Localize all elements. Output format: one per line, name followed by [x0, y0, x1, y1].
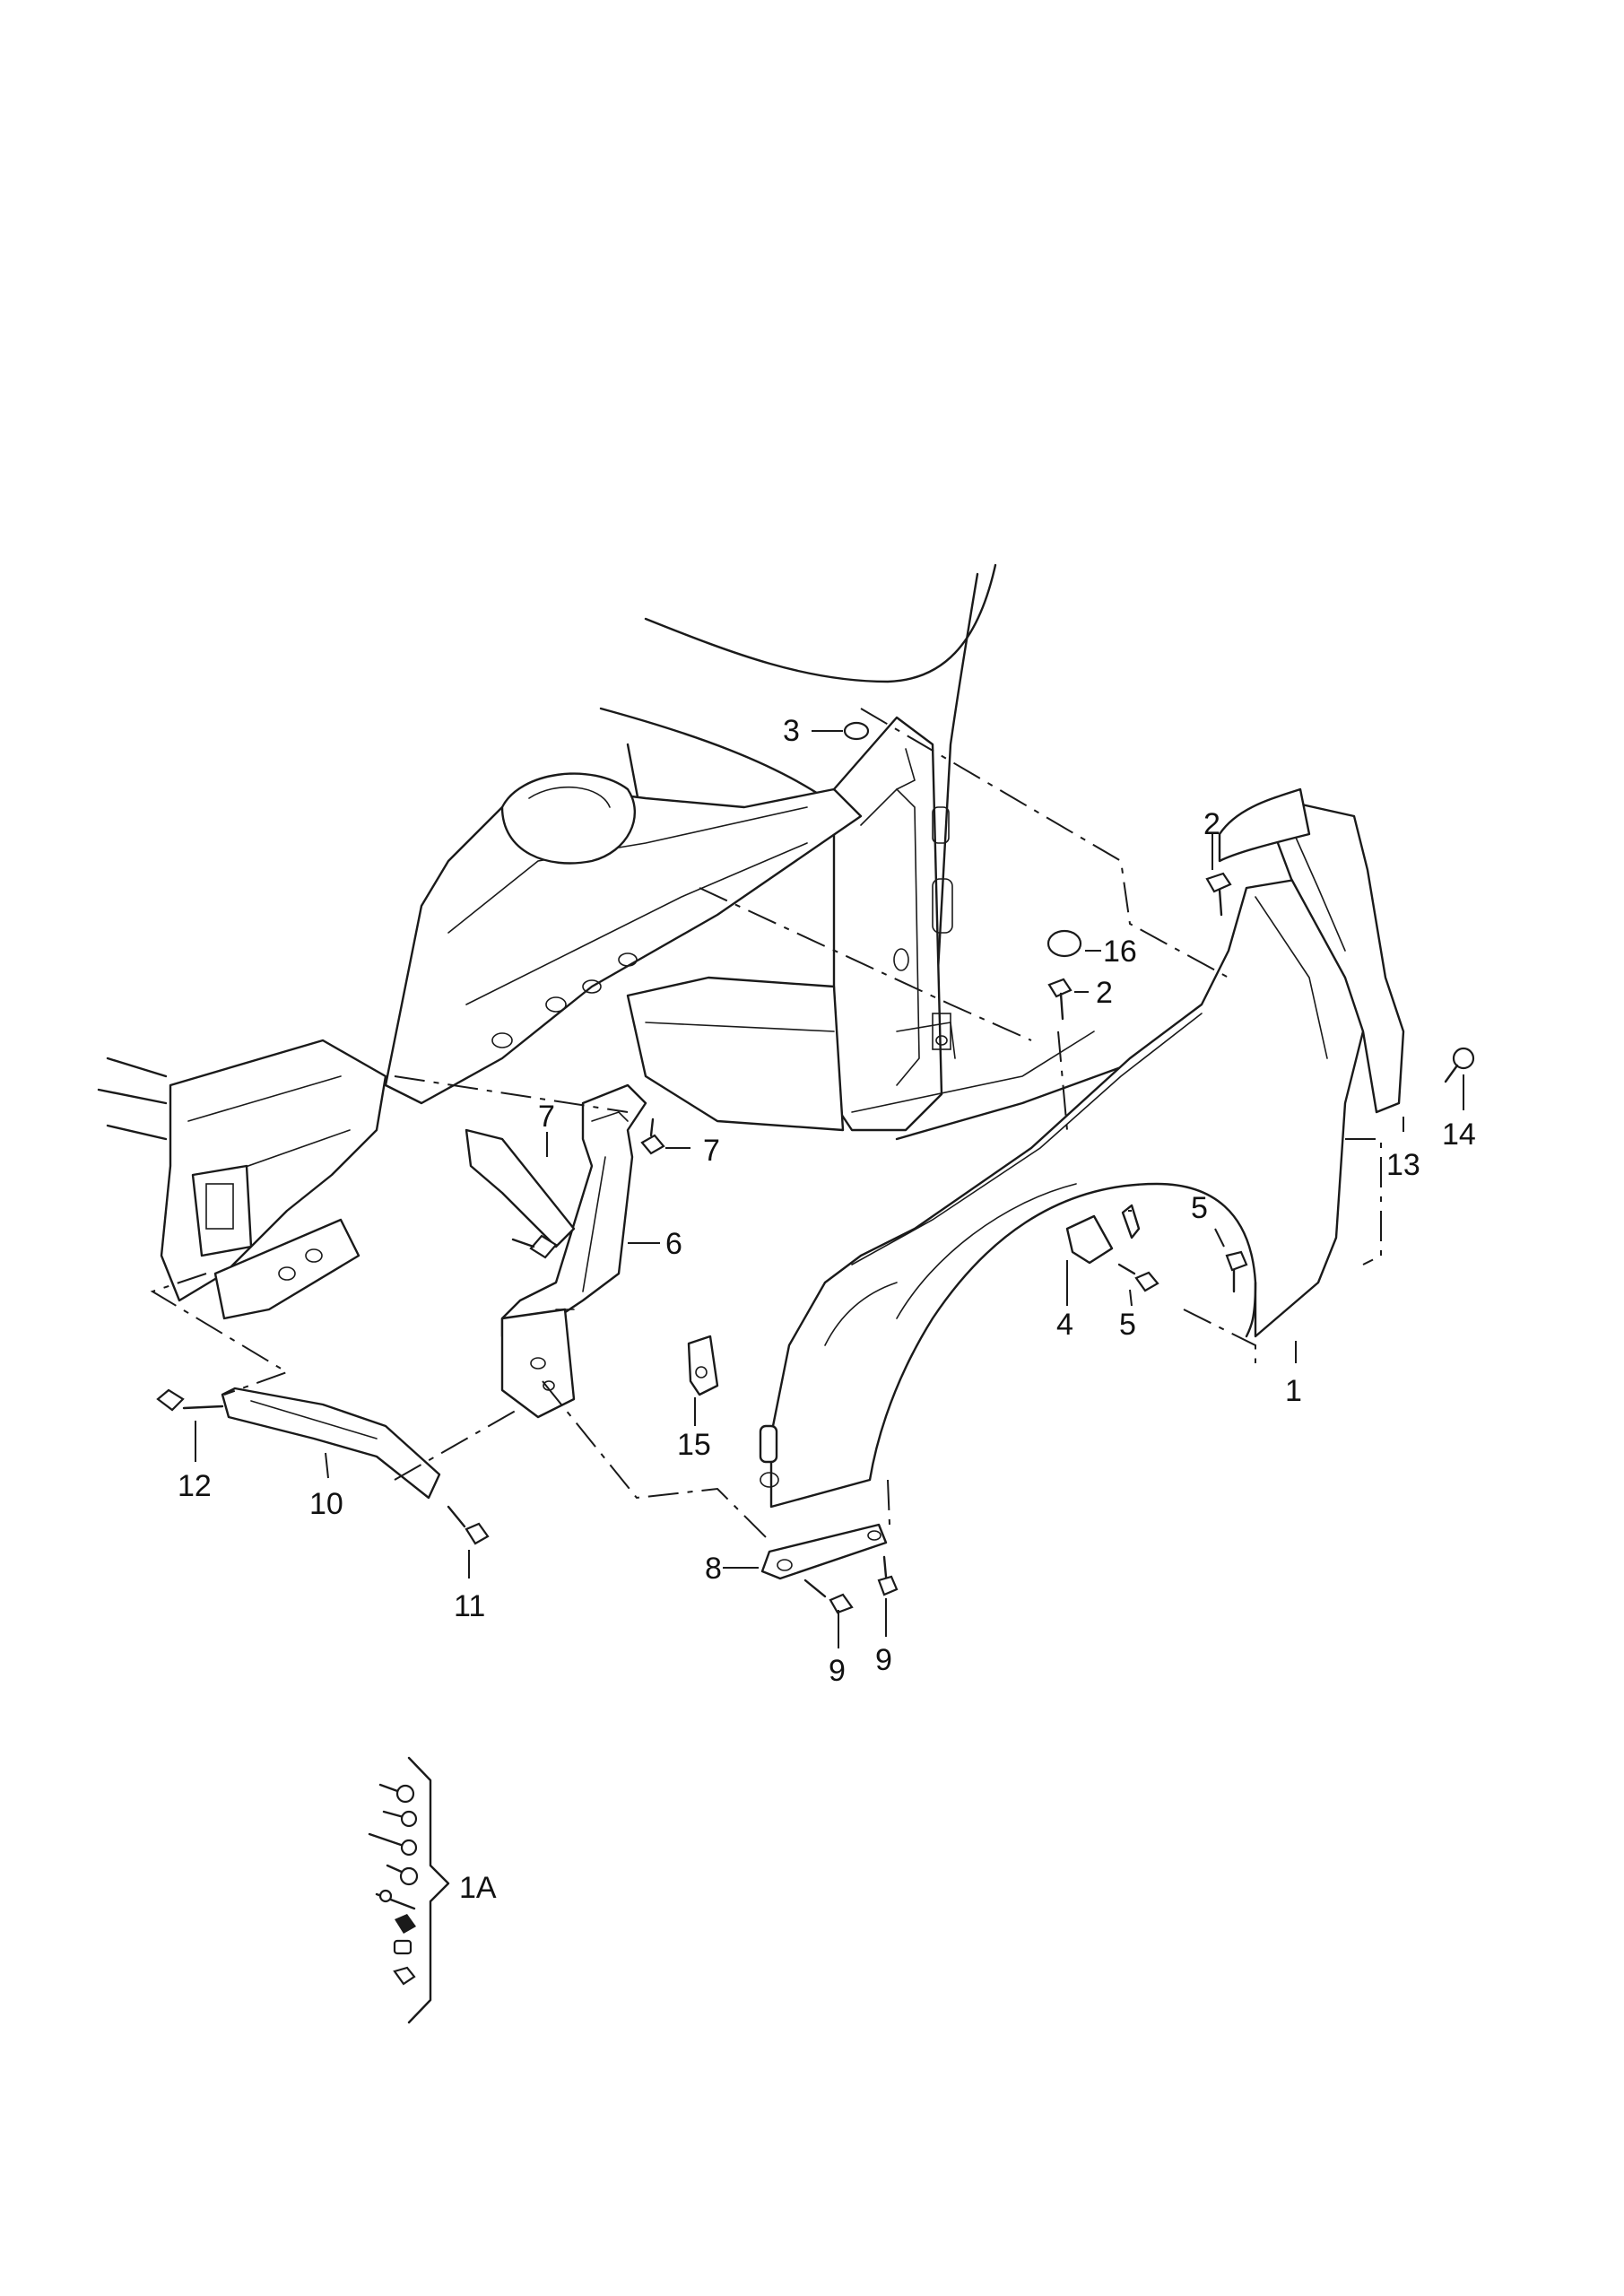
- bracket-8: [760, 1523, 888, 1580]
- callout-10: 10: [309, 1487, 343, 1521]
- front-fender: [759, 877, 1365, 1509]
- screw-14: [1444, 1047, 1475, 1083]
- fender-support-bracket: [465, 1083, 647, 1419]
- grommet-3: [843, 721, 870, 741]
- callout-6: 6: [665, 1227, 682, 1261]
- callout-15: 15: [677, 1428, 711, 1462]
- fasteners: [156, 721, 1475, 1614]
- wheelhouse-trim: [1218, 787, 1405, 1114]
- callout-13: 13: [1386, 1148, 1420, 1182]
- brace-10: [221, 1387, 441, 1500]
- callout-2-upper: 2: [1203, 807, 1220, 841]
- bolt-9-left: [803, 1578, 854, 1614]
- bolt-2-upper: [1205, 872, 1232, 917]
- callout-2-lower: 2: [1096, 976, 1113, 1010]
- kit-screw-5: [375, 1889, 416, 1910]
- assembly-lines: [150, 708, 1382, 1544]
- bolt-5-right: [1225, 1250, 1248, 1293]
- kit-clip-6: [395, 1914, 416, 1934]
- callout-3: 3: [783, 714, 800, 748]
- callout-8: 8: [705, 1552, 722, 1586]
- clip-4: [1065, 1214, 1114, 1265]
- body-structure: [97, 563, 1123, 1320]
- callout-16: 16: [1103, 935, 1137, 969]
- bolt-5-center: [1117, 1263, 1159, 1292]
- kit-bolt-1: [378, 1783, 415, 1804]
- bolt-7-left: [511, 1234, 558, 1259]
- callout-9-right: 9: [875, 1643, 892, 1677]
- callout-7-right: 7: [703, 1134, 720, 1168]
- clip-4-tab: [1121, 1204, 1141, 1239]
- callout-14: 14: [1442, 1118, 1476, 1152]
- bracket-15: [687, 1335, 719, 1396]
- bolt-9-right: [877, 1555, 899, 1596]
- leader-lines: [195, 730, 1464, 1648]
- callout-4: 4: [1056, 1308, 1073, 1342]
- kit-bolt-3: [368, 1832, 418, 1857]
- callout-11: 11: [454, 1589, 485, 1623]
- callout-7-left: 7: [538, 1100, 555, 1134]
- bolt-2-lower: [1047, 978, 1073, 1021]
- kit-nut-7: [393, 1939, 413, 1955]
- kit-bolt-2: [382, 1810, 418, 1828]
- bolt-7-right: [640, 1118, 665, 1155]
- kit-bolt-4: [386, 1864, 419, 1886]
- callout-1a: 1A: [459, 1871, 497, 1905]
- bolt-12: [156, 1388, 224, 1412]
- cap-16: [1046, 929, 1082, 958]
- callout-labels: 3 2 16 2 7 7 14 13 6 5 5 4 1 15 12 10 8 …: [178, 714, 1476, 1905]
- callout-1: 1: [1285, 1374, 1302, 1408]
- fastener-kit-1a: [368, 1756, 450, 2024]
- callout-5-right: 5: [1191, 1191, 1208, 1225]
- bolt-11: [447, 1505, 490, 1545]
- callout-12: 12: [178, 1469, 212, 1503]
- kit-clip-8: [393, 1966, 416, 1986]
- callout-5-center: 5: [1119, 1308, 1136, 1342]
- callout-9-left: 9: [829, 1654, 846, 1688]
